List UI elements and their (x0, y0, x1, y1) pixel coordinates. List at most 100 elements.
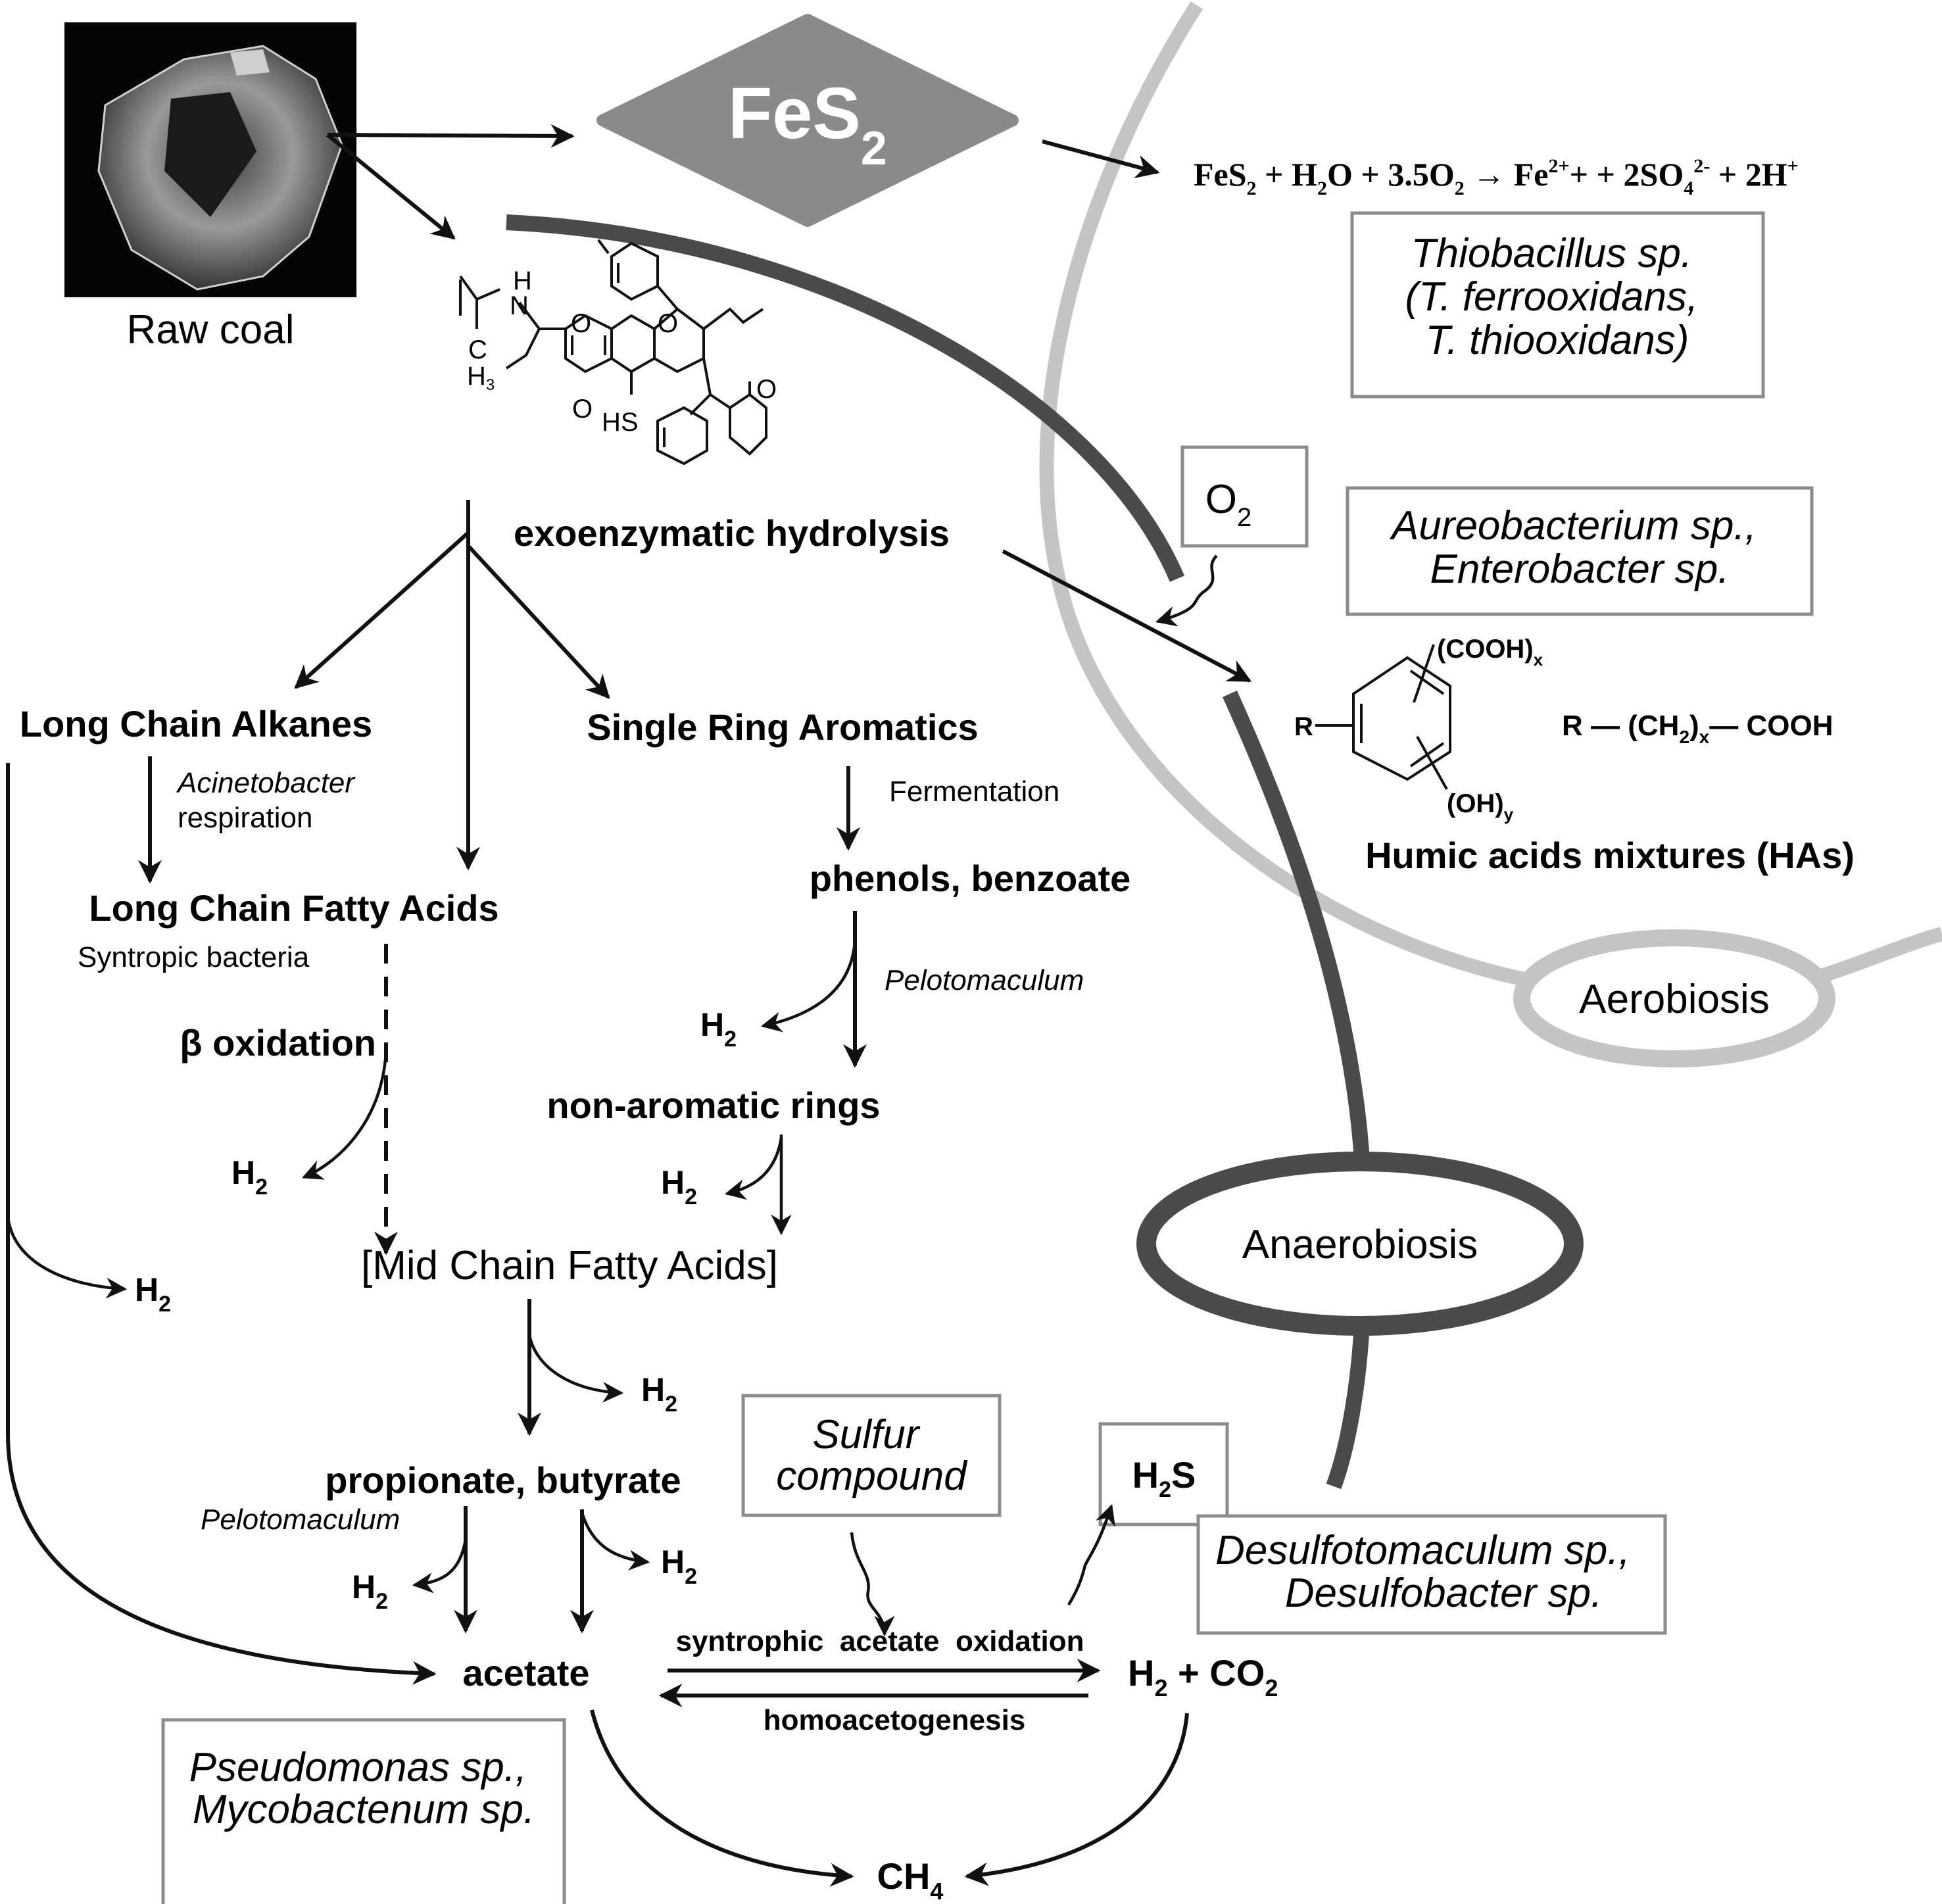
equation-part: + (1787, 155, 1799, 177)
h2-co2: H2 + CO2 (1128, 1652, 1278, 1701)
desulfo-line-2: Desulfobacter sp. (1285, 1571, 1602, 1616)
aureobacterium-line-1: Aureobacterium sp., (1389, 503, 1757, 549)
raw-coal-image (64, 22, 356, 297)
long-chain-alkanes: Long Chain Alkanes (20, 703, 372, 745)
atom-o-carbonyl: O (756, 375, 777, 404)
arrow-alkanes-to-h2 (6, 1216, 128, 1299)
svg-text:Sulfur compound: Sulfur compound (776, 1412, 968, 1499)
arrow-nonaromatic-h2 (724, 1137, 783, 1200)
aerobiosis-zone: Aerobiosis (1513, 929, 1835, 1067)
acetate: acetate (462, 1652, 589, 1694)
svg-text:FeS2: FeS2 (728, 73, 887, 175)
fes2-diamond: FeS2 (596, 14, 1019, 227)
fes2-subscript: 2 (861, 122, 887, 175)
atom-h3: H3 (467, 362, 495, 394)
svg-text:Aureobacterium sp., Ente: Aureobacterium sp., Enterobacter sp. (1389, 503, 1768, 592)
desulfotomaculum-box: Desulfotomaculum sp., Desulfobacter sp. (1196, 1514, 1667, 1635)
sulfur-wavy-arrow (850, 1532, 895, 1637)
o2-text: O (1205, 477, 1237, 522)
exoenzymatic-hydrolysis-label: exoenzymatic hydrolysis (514, 512, 950, 554)
thiobacillus-line-1: Thiobacillus sp. (1411, 231, 1692, 276)
sulfur-compound-box: Sulfur compound (741, 1394, 1002, 1517)
arrow-beta-oxidation-h2 (302, 1052, 388, 1180)
thiobacillus-box: Thiobacillus sp. (T. ferrooxidans, T. th… (1350, 211, 1765, 399)
arrow-h2co2-to-ch4 (964, 1713, 1189, 1886)
humic-r-group: R (1294, 712, 1313, 741)
equation-part: 2 (1247, 178, 1257, 199)
atom-o-ring-2: O (658, 309, 678, 338)
arrow-propionate-h2-right (580, 1512, 650, 1571)
h2s-box: H2S (1098, 1422, 1229, 1526)
oxygen-box: O2 (1180, 445, 1309, 548)
h2-beta-oxidation: H2 (231, 1154, 268, 1200)
h2-nonaromatic: H2 (661, 1164, 697, 1209)
arrow-fes2-to-equation (1042, 139, 1160, 178)
sulfur-line-1: Sulfur (812, 1412, 920, 1457)
atom-o-ring-1: O (571, 309, 591, 338)
coal-molecular-structure: H N C H3 O O O O HS (459, 239, 777, 466)
pseudomonas-line-2: Mycobactenum sp. (193, 1787, 535, 1832)
thiobacillus-line-2: (T. ferrooxidans, (1405, 274, 1699, 320)
arrow-propionate-h2-left (412, 1538, 468, 1594)
equation-part: + H (1257, 156, 1317, 193)
pseudomonas-line-1: Pseudomonas sp., (189, 1745, 527, 1790)
arrow-phenols-h2 (760, 940, 857, 1033)
arrow-coal-to-fes2 (327, 124, 575, 148)
fes2-text: FeS (728, 73, 861, 154)
equation-part: O + 3.5O (1327, 156, 1455, 193)
homoacetogenesis-label: homoacetogenesis (764, 1704, 1026, 1736)
anaerobiosis-zone: Anaerobiosis (1136, 1152, 1584, 1336)
svg-text:Pseudomonas sp., Mycobac: Pseudomonas sp., Mycobactenum sp. (189, 1745, 539, 1832)
anaerobic-zone-band (506, 214, 1371, 1490)
long-chain-fatty-acids: Long Chain Fatty Acids (89, 887, 498, 929)
sulfur-line-2: compound (776, 1453, 968, 1499)
humic-acid-structures: R (COOH)x (OH)y R — (CH2)x— COOH (1294, 635, 1833, 824)
atom-hs: HS (602, 408, 639, 437)
syntropic-bacteria-label: Syntropic bacteria (78, 941, 310, 973)
equation-part: 4 (1684, 178, 1693, 199)
arrow-to-single-ring-aromatics (466, 544, 610, 699)
atom-o-ketone: O (572, 395, 593, 424)
raw-coal-label: Raw coal (127, 307, 295, 353)
arrow-mcfa-h2 (527, 1334, 624, 1403)
arrow-alkanes-to-acetate (6, 763, 437, 1685)
equation-part: FeS (1194, 156, 1247, 193)
equation-part: 2+ (1548, 155, 1569, 177)
h2s-s: S (1171, 1454, 1196, 1496)
methane: CH4 (877, 1855, 944, 1904)
pseudomonas-box: Pseudomonas sp., Mycobactenum sp. (161, 1718, 566, 1904)
svg-text:Thiobacillus sp. (T. fer: Thiobacillus sp. (T. ferrooxidans, T. th… (1405, 231, 1710, 363)
svg-text:Desulfotomaculum sp., De: Desulfotomaculum sp., Desulfobacter sp. (1215, 1528, 1641, 1616)
h2-mcfa: H2 (641, 1371, 677, 1417)
h2-alkanes: H2 (135, 1271, 171, 1317)
h2s-wavy-arrow (1067, 1504, 1115, 1606)
aureobacterium-line-2: Enterobacter sp. (1430, 547, 1730, 592)
arrow-acetate-to-ch4 (590, 1709, 854, 1887)
oxygen-wavy-arrow (1155, 554, 1218, 627)
o2-subscript: 2 (1237, 503, 1251, 532)
arrow-to-long-chain-alkanes (294, 531, 470, 689)
propionate-butyrate: propionate, butyrate (325, 1459, 681, 1501)
non-aromatic-rings: non-aromatic rings (546, 1085, 880, 1126)
equation-part: + 2H (1710, 156, 1787, 193)
h2-phenols: H2 (700, 1006, 737, 1052)
h2s-subscript: 2 (1159, 1477, 1171, 1502)
anaerobiosis-label: Anaerobiosis (1242, 1222, 1478, 1267)
arrow-to-humic-acids (1002, 549, 1252, 683)
fermentation-label: Fermentation (889, 775, 1059, 808)
syntrophic-acetate-oxidation-label: syntrophic acetate oxidation (675, 1625, 1084, 1657)
equation-part: → Fe (1465, 156, 1549, 193)
pelotomaculum-label-1: Pelotomaculum (885, 964, 1084, 996)
svg-text:O2: O2 (1205, 477, 1251, 532)
equation-part: 2- (1693, 155, 1710, 177)
atom-n: N (510, 291, 529, 320)
phenols-benzoate: phenols, benzoate (810, 858, 1131, 899)
beta-oxidation-label: β oxidation (180, 1022, 376, 1063)
pelotomaculum-label-2: Pelotomaculum (201, 1503, 400, 1536)
desulfo-line-1: Desulfotomaculum sp., (1215, 1528, 1630, 1573)
svg-text:H2S: H2S (1132, 1454, 1196, 1502)
atom-c: C (468, 335, 487, 364)
humic-cooh-group: (COOH)x (1437, 635, 1543, 670)
thiobacillus-line-3: T. thiooxidans) (1426, 318, 1689, 363)
